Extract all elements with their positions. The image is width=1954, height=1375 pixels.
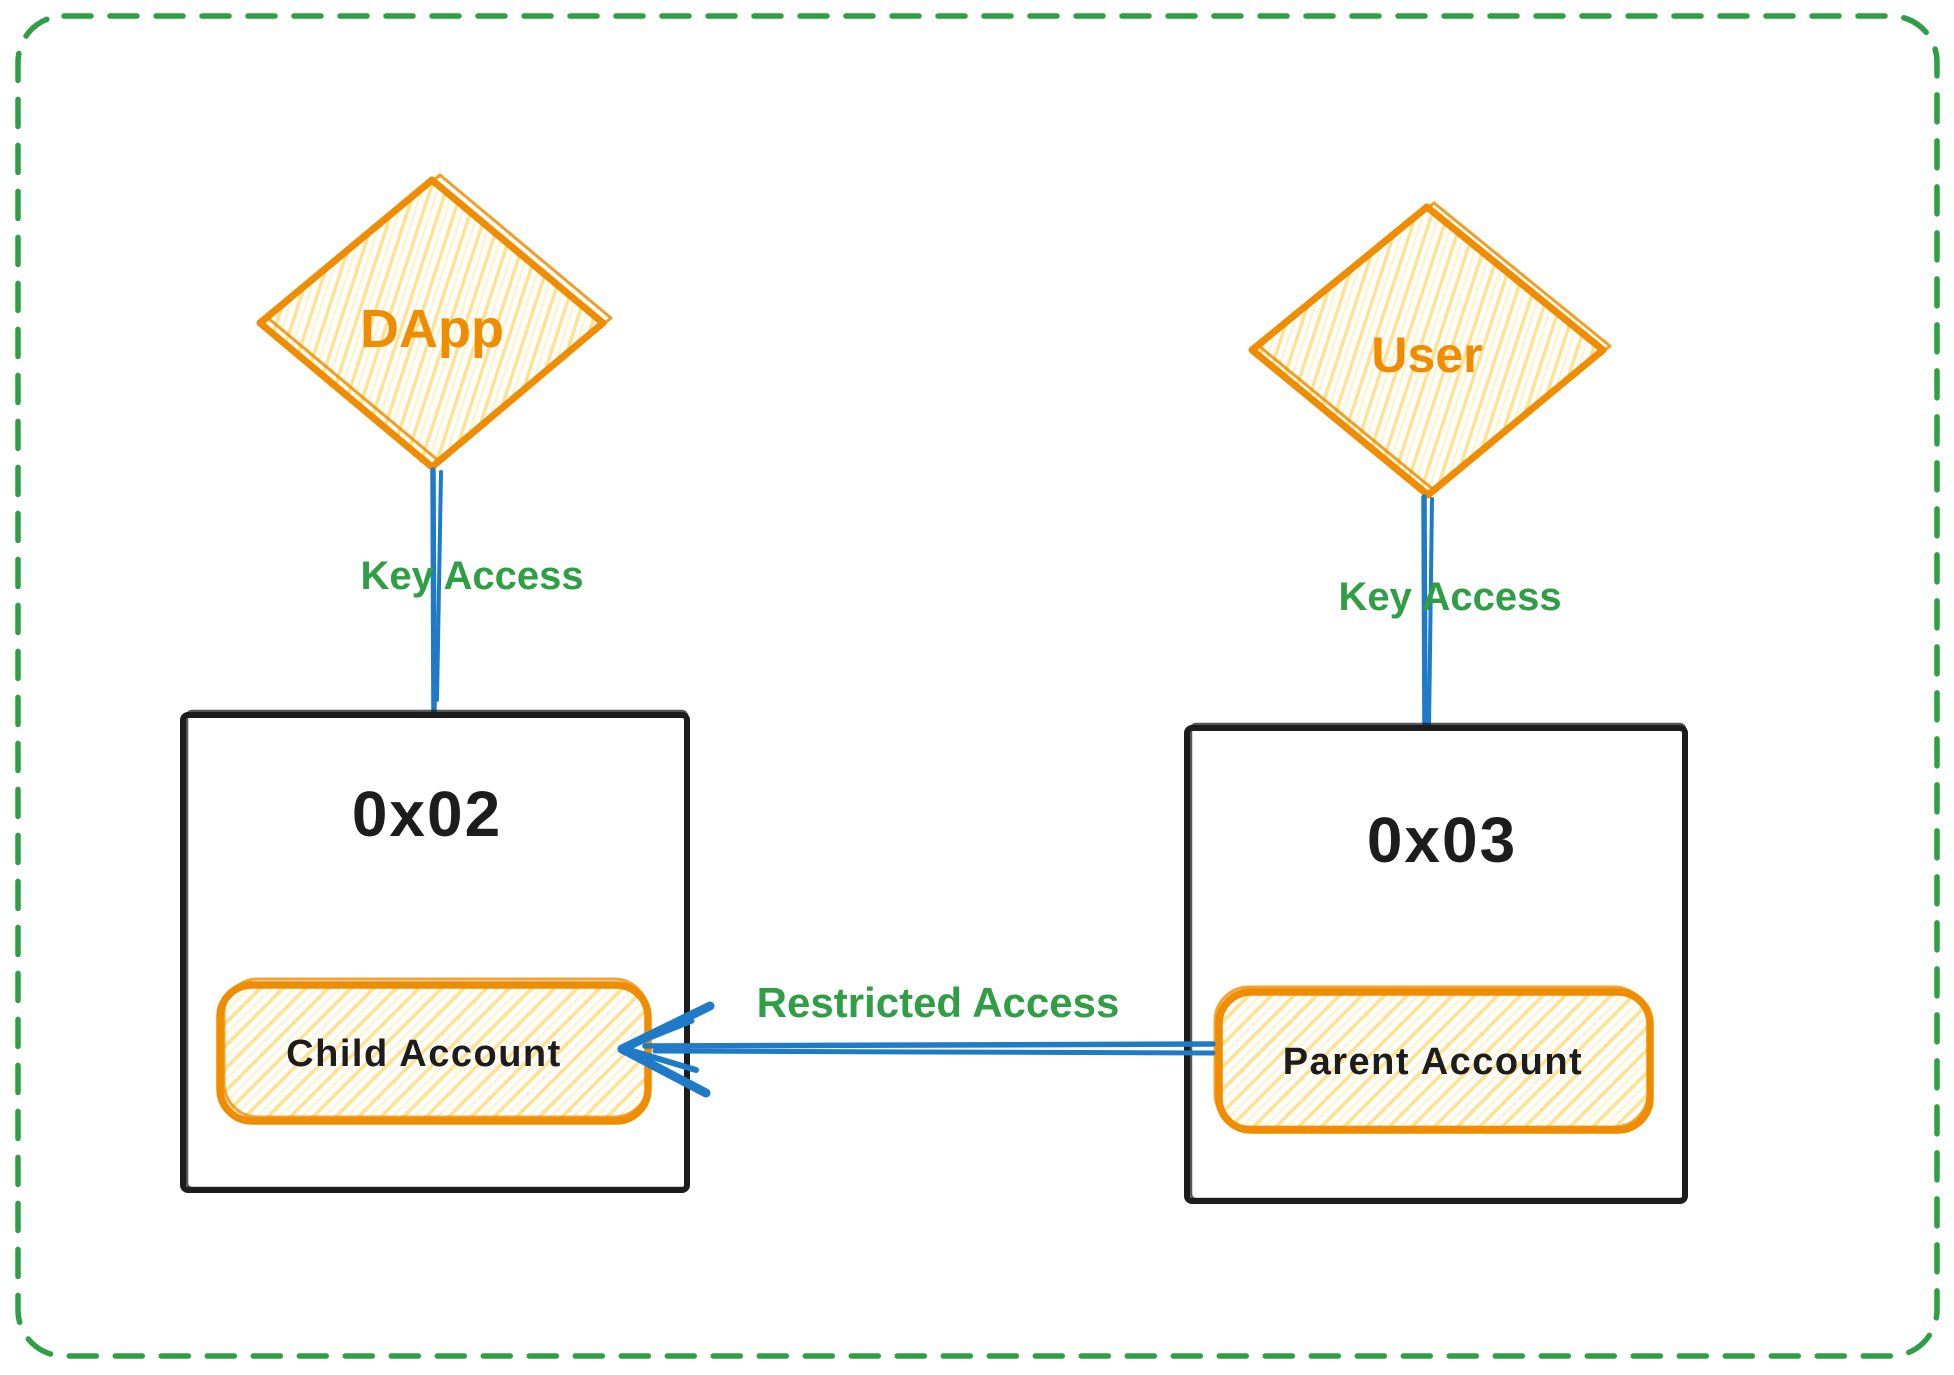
user-diamond: User bbox=[1248, 201, 1612, 499]
key-access-label-left: Key Access bbox=[360, 554, 583, 598]
child-account-box: Child Account bbox=[216, 977, 652, 1125]
user-label: User bbox=[1371, 327, 1482, 383]
account-box-0x02: 0x02 Child Account bbox=[180, 709, 690, 1193]
parent-account-box: Parent Account bbox=[1213, 985, 1654, 1134]
account-box-0x02-sketch-echo bbox=[185, 709, 689, 1190]
user-key-access-line bbox=[1421, 494, 1434, 734]
account-box-0x03: 0x03 Parent Account bbox=[1184, 722, 1688, 1204]
address-label-0x03: 0x03 bbox=[1367, 804, 1517, 876]
user-diamond-sketch-echo bbox=[1257, 201, 1612, 493]
restricted-access-arrow bbox=[617, 1001, 1216, 1098]
restricted-access-label: Restricted Access bbox=[757, 979, 1120, 1026]
address-label-0x02: 0x02 bbox=[352, 778, 502, 850]
child-account-label: Child Account bbox=[286, 1033, 562, 1075]
dapp-key-access-line bbox=[430, 467, 443, 719]
dapp-label: DApp bbox=[360, 299, 504, 359]
account-box-0x03-sketch-echo bbox=[1189, 722, 1687, 1201]
parent-account-box-sketch-echo bbox=[1213, 985, 1650, 1129]
dapp-diamond-sketch-echo bbox=[266, 173, 613, 464]
parent-account-label: Parent Account bbox=[1283, 1041, 1583, 1083]
dapp-diamond: DApp bbox=[256, 173, 613, 471]
key-access-label-right: Key Access bbox=[1338, 575, 1561, 619]
